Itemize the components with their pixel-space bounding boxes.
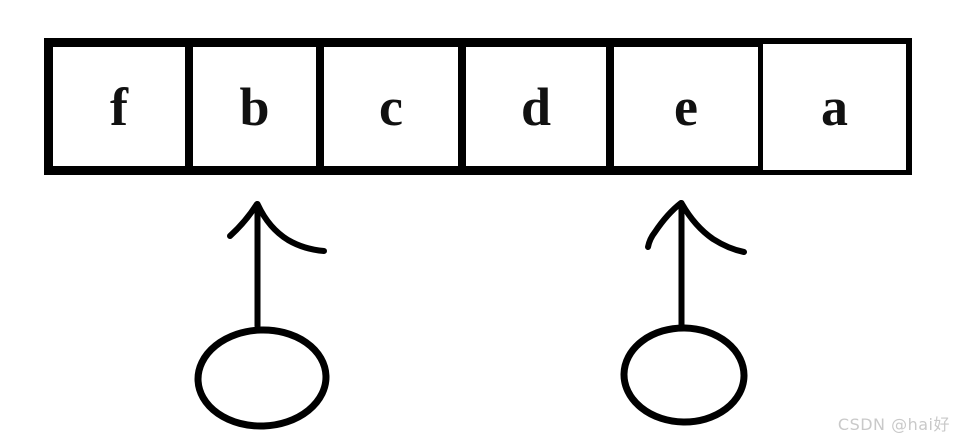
array-cell-value: e	[674, 76, 698, 137]
arrow-up-icon	[227, 201, 327, 329]
pointer-left-ellipse	[194, 326, 330, 430]
array-cell-2: c	[316, 38, 458, 175]
pointer-left: left	[178, 190, 398, 430]
array-cell-3: d	[458, 38, 606, 175]
array-cell-1: b	[185, 38, 316, 175]
pointer-right-ellipse	[620, 324, 748, 426]
array-cell-5: a	[758, 38, 912, 175]
array-cell-0: f	[44, 38, 185, 175]
pointer-left-drawing	[194, 201, 330, 430]
array-cell-value: c	[379, 76, 403, 137]
array-cell-value: a	[821, 77, 848, 137]
array-cell-value: f	[110, 76, 128, 137]
pointer-right-drawing	[620, 200, 748, 426]
array-cell-value: d	[520, 76, 552, 137]
array-cell-4: e	[606, 38, 758, 175]
pointer-right: right	[600, 190, 840, 430]
array-cell-value: b	[239, 76, 270, 137]
array-container: f b c d e a	[44, 38, 912, 175]
arrow-up-icon	[645, 200, 747, 328]
watermark: CSDN @hai好	[837, 415, 950, 434]
